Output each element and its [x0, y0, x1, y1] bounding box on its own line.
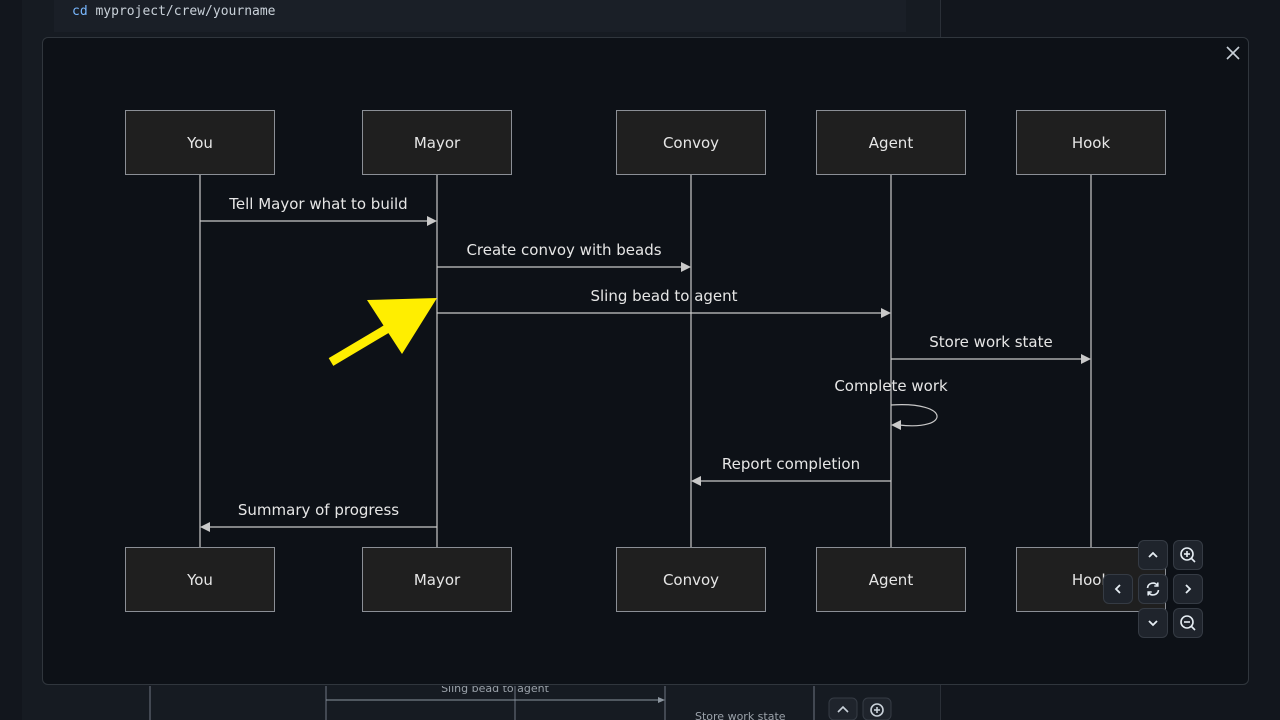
- reset-view-button[interactable]: [1138, 574, 1168, 604]
- close-icon: [1226, 46, 1240, 60]
- message-arrowhead-4: [1081, 354, 1091, 364]
- pan-up-button[interactable]: [1138, 540, 1168, 570]
- code-command: cd: [72, 4, 88, 19]
- chevron-left-icon: [1114, 584, 1121, 594]
- message-arrowhead-7: [200, 522, 210, 532]
- message-label-6: Report completion: [721, 455, 861, 473]
- message-label-7: Summary of progress: [237, 501, 400, 519]
- message-label-2: Create convoy with beads: [466, 241, 662, 259]
- zoom-out-button[interactable]: [1173, 608, 1203, 638]
- message-arrow-5: [890, 404, 938, 427]
- reset-icon: [1146, 582, 1160, 596]
- participant-mayor-bottom: Mayor: [362, 547, 512, 612]
- message-label-3: Sling bead to agent: [590, 287, 738, 305]
- zoom-in-button[interactable]: [1173, 540, 1203, 570]
- message-label-1: Tell Mayor what to build: [229, 195, 408, 213]
- pan-left-button[interactable]: [1103, 574, 1133, 604]
- chevron-down-icon: [1148, 620, 1158, 627]
- participant-mayor-top: Mayor: [362, 110, 512, 175]
- message-label-4: Store work state: [929, 333, 1053, 351]
- message-arrowhead-3: [881, 308, 891, 318]
- peek-message-label-partial: Store work state: [695, 710, 786, 720]
- background-diagram-preview: Sling bead to agent Store work state: [149, 686, 892, 720]
- close-button[interactable]: [1222, 42, 1244, 64]
- peek-message-label: Sling bead to agent: [441, 686, 550, 695]
- pan-right-button[interactable]: [1173, 574, 1203, 604]
- code-path: myproject/crew/yourname: [95, 4, 276, 19]
- participant-convoy-bottom: Convoy: [616, 547, 766, 612]
- message-label-5: Complete work: [834, 377, 948, 395]
- message-arrowhead-6: [691, 476, 701, 486]
- participant-you-top: You: [125, 110, 275, 175]
- message-arrowhead-1: [427, 216, 437, 226]
- message-arrowhead-5: [891, 420, 901, 430]
- chevron-up-icon: [1148, 551, 1158, 558]
- background-diagram-peek: Sling bead to agent Store work state: [0, 686, 1280, 720]
- participant-hook-top: Hook: [1016, 110, 1166, 175]
- participant-convoy-top: Convoy: [616, 110, 766, 175]
- background-code-block: cd myproject/crew/yourname: [54, 0, 906, 32]
- participant-you-bottom: You: [125, 547, 275, 612]
- pan-down-button[interactable]: [1138, 608, 1168, 638]
- zoom-out-icon: [1180, 615, 1196, 631]
- zoom-in-icon: [1180, 547, 1196, 563]
- participant-agent-top: Agent: [816, 110, 966, 175]
- participant-agent-bottom: Agent: [816, 547, 966, 612]
- chevron-right-icon: [1185, 584, 1192, 594]
- message-arrowhead-2: [681, 262, 691, 272]
